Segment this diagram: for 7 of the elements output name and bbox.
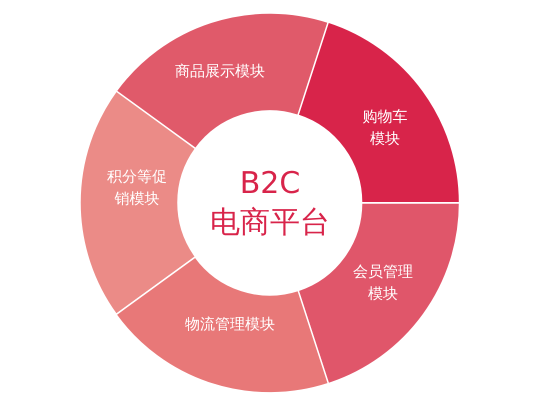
center-title: B2C: [240, 165, 300, 203]
segment-label: 会员管理模块: [352, 261, 413, 304]
segment-label: 积分等促销模块: [107, 166, 167, 209]
segment-label: 购物车模块: [362, 106, 408, 149]
segment-label: 物流管理模块: [184, 314, 276, 336]
center-title: 电商平台: [210, 204, 330, 242]
segment-label: 商品展示模块: [174, 61, 266, 82]
